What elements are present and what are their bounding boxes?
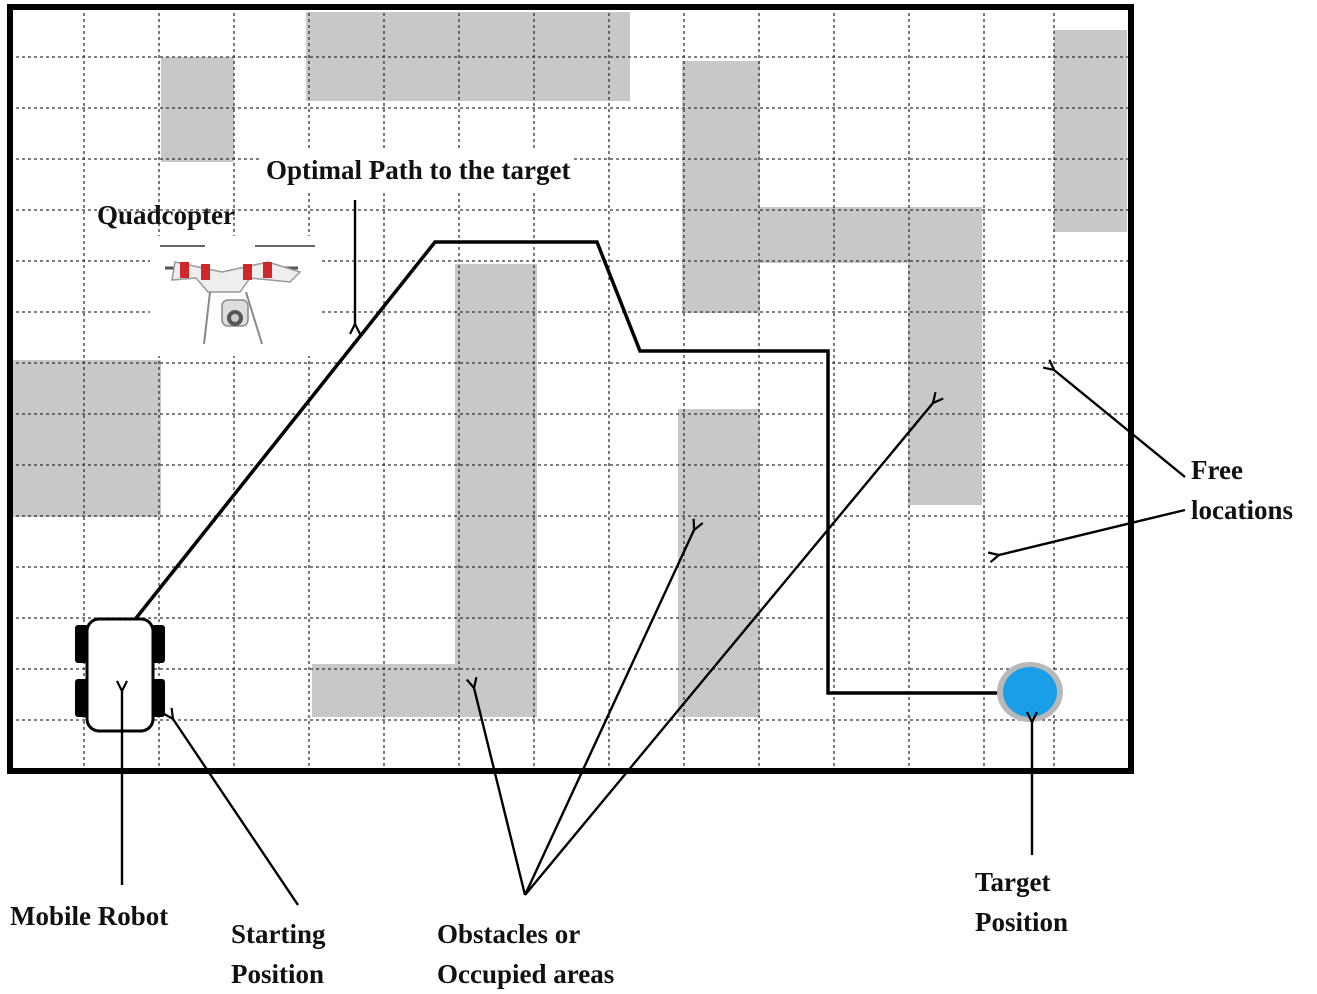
arrow-obstacle-3 [524,403,933,896]
grid-lines [10,7,1131,771]
target-position-label: Target Position [975,862,1068,942]
obstacles-line-2: Occupied areas [437,959,615,989]
obstacles-layer [12,12,1127,717]
arrow-free-2 [999,508,1186,555]
obstacle-mid-column [678,409,760,717]
obstacle-small-left [161,57,234,162]
arrow-free-1 [1054,370,1186,478]
obstacles-label: Obstacles or Occupied areas [437,914,614,994]
free-locations-line-2: locations [1191,495,1294,525]
obstacle-h-left-vertical [682,61,760,313]
starting-position-line-1: Starting [231,919,326,949]
target-position-line-1: Target [975,867,1051,897]
map-border [7,4,1134,774]
obstacle-h-right-vertical [908,207,982,505]
starting-position-label: Starting Position [231,914,326,994]
obstacle-left-block [12,360,161,517]
starting-position-line-2: Position [231,959,325,989]
obstacle-center-column [455,264,537,716]
mobile-robot-label: Mobile Robot [10,901,169,931]
wheeled-robot-icon [75,617,165,733]
quadcopter-drone-icon [150,236,320,356]
arrow-obstacle-2 [523,530,694,896]
obstacle-bottom-bar [312,664,537,717]
target-circle-icon [997,662,1063,722]
target-position-line-2: Position [975,907,1069,937]
free-locations-line-1: Free [1191,455,1243,485]
obstacles-line-1: Obstacles or [437,919,581,949]
annotation-arrows [122,200,1186,906]
free-locations-label: Free locations [1191,450,1293,530]
arrow-starting-position [173,719,299,906]
quadcopter-label: Quadcopter [97,200,235,230]
optimal-path-label: Optimal Path to the target [262,150,575,190]
optimal-path-line [131,240,1000,695]
arrow-obstacle-1 [474,688,527,896]
obstacle-right-column [1054,30,1127,232]
